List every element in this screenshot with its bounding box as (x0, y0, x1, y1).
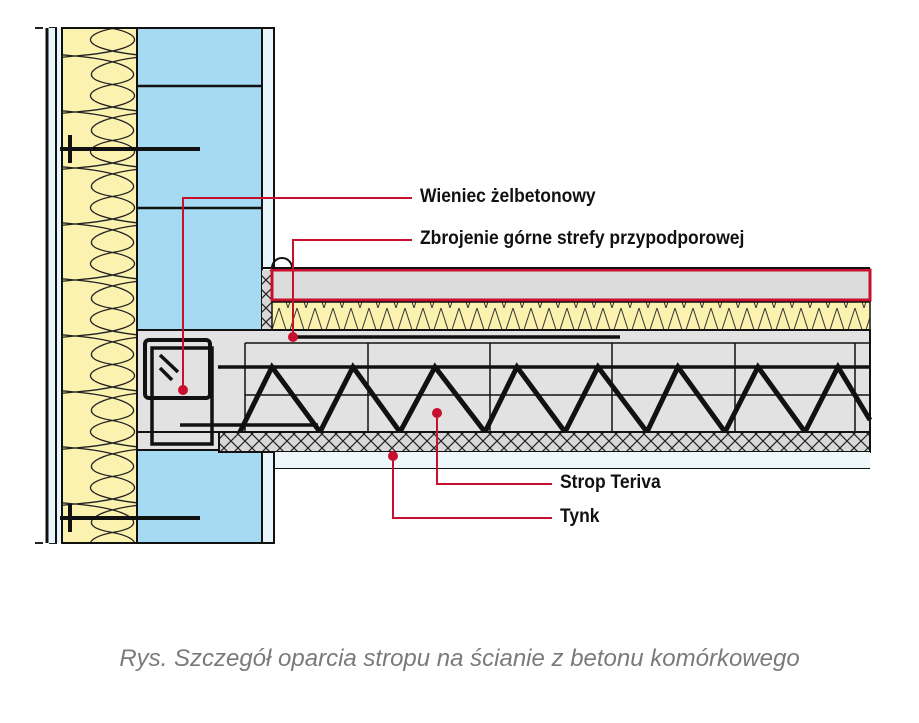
ring-beam-stirrup (143, 338, 318, 446)
leader-dots (178, 332, 442, 461)
wall-block (136, 27, 263, 331)
wall-insulation (61, 27, 138, 544)
plaster-layer (218, 431, 871, 453)
anchor-icon (60, 504, 200, 532)
label-top-reinforcement: Zbrojenie górne strefy przypodporowej (420, 228, 745, 249)
figure-caption: Rys. Szczegół oparcia stropu na ścianie … (119, 645, 800, 672)
floor-slab (136, 329, 871, 433)
leaders (182, 197, 552, 519)
label-plaster: Tynk (560, 506, 600, 527)
wall (35, 27, 275, 544)
screed (270, 268, 872, 302)
anchor-icon (60, 135, 200, 163)
label-floor: Strop Teriva (560, 472, 661, 493)
floor-insulation (271, 301, 871, 331)
floor (136, 257, 873, 469)
label-ring-beam: Wieniec żelbetonowy (420, 186, 596, 207)
